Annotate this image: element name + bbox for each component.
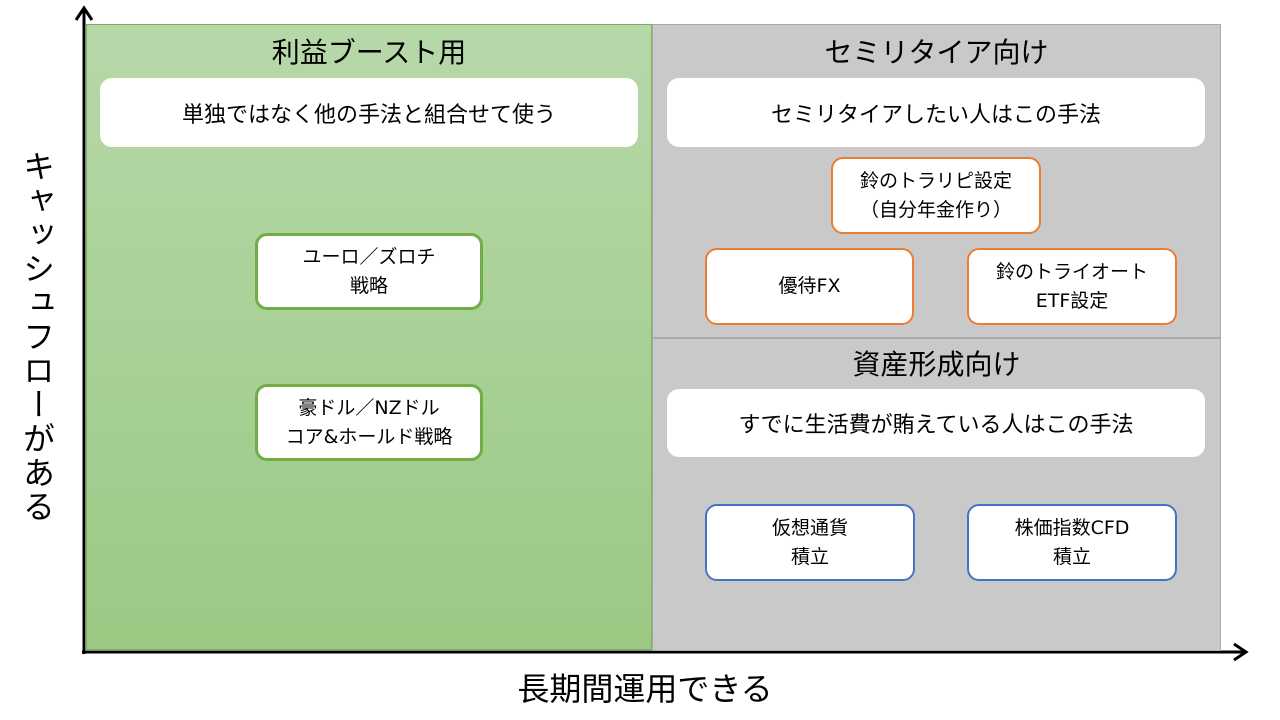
strategy-node: 豪ドル／NZドル コア&ホールド戦略 <box>255 384 483 461</box>
strategy-node: 株価指数CFD 積立 <box>967 504 1177 581</box>
strategy-node: 鈴のトライオート ETF設定 <box>967 248 1177 325</box>
description-box: すでに生活費が賄えている人はこの手法 <box>667 389 1205 457</box>
strategy-node: 鈴のトラリピ設定 （自分年金作り） <box>831 157 1041 234</box>
description-box: セミリタイアしたい人はこの手法 <box>667 78 1205 147</box>
strategy-node: 優待FX <box>705 248 914 325</box>
x-axis-arrow-icon <box>1233 642 1249 662</box>
quadrant-title: セミリタイア向け <box>824 36 1049 69</box>
x-axis-label: 長期間運用できる <box>517 670 773 708</box>
quadrant-title: 資産形成向け <box>852 348 1021 381</box>
strategy-node: ユーロ／ズロチ 戦略 <box>255 233 483 310</box>
strategy-node: 仮想通貨 積立 <box>705 504 915 581</box>
y-axis-label: キャッシュフローがある <box>18 150 56 524</box>
y-axis-arrow-icon <box>74 5 94 21</box>
description-box: 単独ではなく他の手法と組合せて使う <box>100 78 638 147</box>
quadrant-title: 利益ブースト用 <box>271 36 467 69</box>
quadrant-asset-building: 資産形成向け <box>652 338 1221 651</box>
